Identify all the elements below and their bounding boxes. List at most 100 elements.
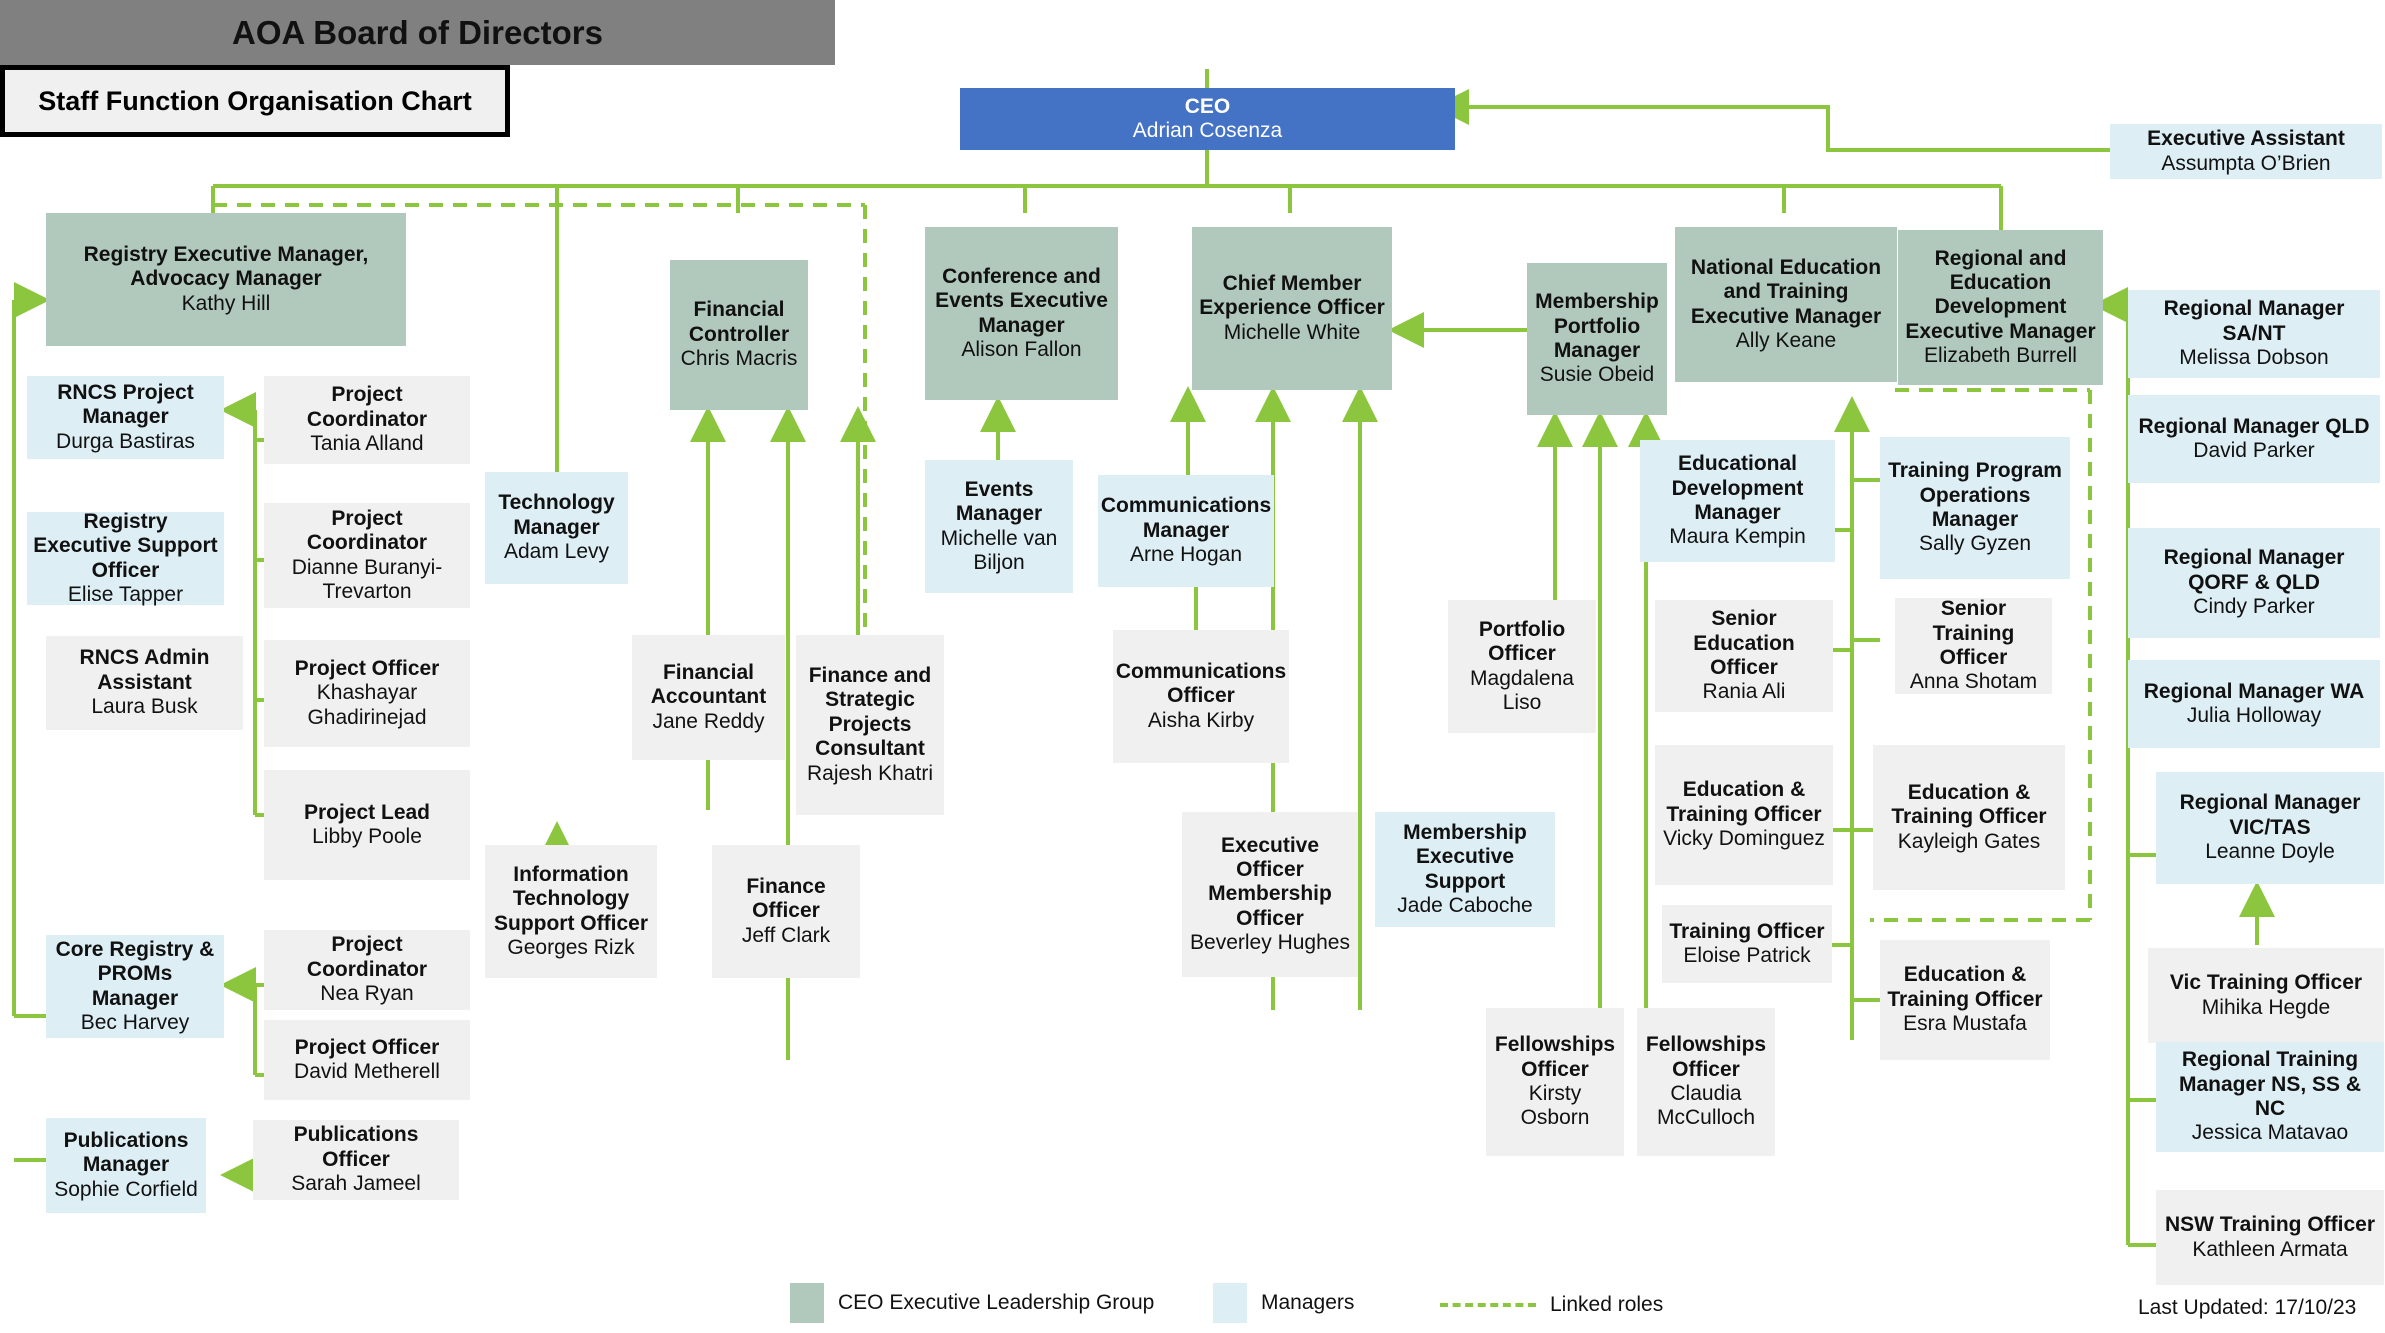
node-nsw-training-officer[interactable]: NSW Training Officer Kathleen Armata	[2156, 1190, 2384, 1285]
legend-swatch-exec	[790, 1283, 824, 1323]
node-training-officer-eloise[interactable]: Training Officer Eloise Patrick	[1662, 905, 1832, 983]
node-exec-assistant[interactable]: Executive Assistant Assumpta O’Brien	[2110, 124, 2382, 179]
node-education-training-officer-kayleigh[interactable]: Education & Training Officer Kayleigh Ga…	[1873, 745, 2065, 890]
node-name: Esra Mustafa	[1903, 1012, 2027, 1036]
node-publications-officer[interactable]: Publications Officer Sarah Jameel	[253, 1120, 459, 1200]
node-technology-manager[interactable]: Technology Manager Adam Levy	[485, 472, 628, 584]
node-financial-accountant[interactable]: Financial Accountant Jane Reddy	[632, 635, 785, 760]
node-regional-manager-vic-tas[interactable]: Regional Manager VIC/TAS Leanne Doyle	[2156, 772, 2384, 884]
board-label: AOA Board of Directors	[232, 13, 603, 51]
node-project-coordinator-dianne[interactable]: Project Coordinator Dianne Buranyi-Treva…	[264, 503, 470, 608]
board-box: AOA Board of Directors	[0, 0, 835, 65]
node-project-officer-khashayar[interactable]: Project Officer Khashayar Ghadirinejad	[264, 640, 470, 747]
node-finance-officer[interactable]: Finance Officer Jeff Clark	[712, 845, 860, 978]
node-name: Beverley Hughes	[1190, 931, 1350, 955]
node-name: Magdalena Liso	[1470, 666, 1574, 714]
node-name: Kirsty Osborn	[1520, 1082, 1590, 1130]
node-education-training-officer-esra[interactable]: Education & Training Officer Esra Mustaf…	[1880, 940, 2050, 1060]
node-fellowships-officer-claudia[interactable]: Fellowships Officer Claudia McCulloch	[1637, 1008, 1775, 1156]
node-exec-officer-membership-officer[interactable]: Executive Officer Membership Officer Bev…	[1182, 812, 1358, 977]
node-name: Ally Keane	[1735, 328, 1837, 352]
node-national-education-training-exec-manager[interactable]: National Education and Training Executiv…	[1675, 227, 1897, 382]
node-conference-events-exec-manager[interactable]: Conference and Events Executive Manager …	[925, 227, 1118, 400]
node-ceo[interactable]: CEO Adrian Cosenza	[960, 88, 1455, 150]
legend-label-exec: CEO Executive Leadership Group	[838, 1291, 1155, 1314]
node-title: Financial Controller	[688, 298, 790, 346]
node-finance-strategic-projects-consultant[interactable]: Finance and Strategic Projects Consultan…	[796, 635, 944, 815]
node-name: Mihika Hegde	[2201, 995, 2331, 1019]
node-project-lead-libby[interactable]: Project Lead Libby Poole	[264, 770, 470, 880]
node-portfolio-officer[interactable]: Portfolio Officer Magdalena Liso	[1448, 600, 1596, 733]
node-regional-manager-qorf-qld[interactable]: Regional Manager QORF & QLD Cindy Parker	[2128, 528, 2380, 638]
node-financial-controller[interactable]: Financial Controller Chris Macris	[670, 260, 808, 410]
node-title: Senior Training Officer	[1932, 597, 2015, 669]
node-title: Executive Assistant	[2147, 127, 2345, 151]
node-name: Julia Holloway	[2186, 704, 2322, 727]
node-registry-exec-manager[interactable]: Registry Executive Manager, Advocacy Man…	[46, 213, 406, 346]
node-project-coordinator-nea[interactable]: Project Coordinator Nea Ryan	[264, 930, 470, 1010]
node-senior-training-officer[interactable]: Senior Training Officer Anna Shotam	[1895, 597, 2052, 694]
node-name: Elise Tapper	[67, 582, 184, 606]
node-core-registry-proms-manager[interactable]: Core Registry & PROMs Manager Bec Harvey	[46, 935, 224, 1038]
legend-swatch-managers	[1213, 1283, 1247, 1323]
node-title: Membership Portfolio Manager	[1535, 290, 1659, 362]
node-fellowships-officer-kirsty[interactable]: Fellowships Officer Kirsty Osborn	[1486, 1008, 1624, 1156]
node-title: Training Program Operations Manager	[1888, 459, 2062, 531]
node-regional-manager-qld[interactable]: Regional Manager QLD David Parker	[2128, 395, 2380, 483]
node-name: Anna Shotam	[1909, 670, 2038, 694]
node-rncs-project-manager[interactable]: RNCS Project Manager Durga Bastiras	[27, 376, 224, 459]
node-name: Claudia McCulloch	[1656, 1082, 1756, 1130]
node-regional-education-development-exec-manager[interactable]: Regional and Education Development Execu…	[1898, 230, 2103, 385]
node-it-support-officer[interactable]: Information Technology Support Officer G…	[485, 845, 657, 978]
node-education-training-officer-vicky[interactable]: Education & Training Officer Vicky Domin…	[1655, 745, 1833, 885]
legend-linked-roles: Linked roles	[1440, 1293, 1663, 1317]
node-title: Educational Development Manager	[1671, 452, 1804, 524]
node-title: Executive Officer Membership Officer	[1208, 833, 1332, 930]
node-name: Laura Busk	[91, 695, 198, 719]
node-title: Regional and Education Development Execu…	[1905, 246, 2096, 343]
node-name: Tania Alland	[310, 432, 424, 456]
node-title: Regional Training Manager NS, SS & NC	[2178, 1048, 2362, 1120]
node-name: Chris Macris	[680, 347, 798, 371]
node-name: Bec Harvey	[80, 1010, 190, 1034]
node-educational-development-manager[interactable]: Educational Development Manager Maura Ke…	[1640, 440, 1835, 562]
node-name: Adrian Cosenza	[1132, 119, 1283, 142]
node-name: Jane Reddy	[652, 709, 765, 733]
node-name: Sarah Jameel	[291, 1172, 421, 1196]
node-communications-manager[interactable]: Communications Manager Arne Hogan	[1098, 475, 1274, 587]
node-chief-member-experience-officer[interactable]: Chief Member Experience Officer Michelle…	[1192, 227, 1392, 390]
node-registry-exec-support-officer[interactable]: Registry Executive Support Officer Elise…	[27, 510, 224, 606]
node-name: Alison Fallon	[961, 337, 1082, 361]
node-name: David Parker	[2193, 439, 2315, 462]
node-regional-manager-wa[interactable]: Regional Manager WA Julia Holloway	[2128, 660, 2380, 748]
node-events-manager[interactable]: Events Manager Michelle van Biljon	[925, 460, 1073, 593]
node-title: Project Officer	[294, 1035, 440, 1059]
node-title: Project Officer	[294, 656, 440, 680]
node-title: Core Registry & PROMs Manager	[55, 937, 215, 1010]
node-membership-portfolio-manager[interactable]: Membership Portfolio Manager Susie Obeid	[1527, 263, 1667, 415]
node-regional-manager-sant[interactable]: Regional Manager SA/NT Melissa Dobson	[2128, 290, 2380, 378]
node-training-program-operations-manager[interactable]: Training Program Operations Manager Sall…	[1880, 437, 2070, 579]
node-name: Sophie Corfield	[54, 1177, 198, 1201]
node-project-officer-david[interactable]: Project Officer David Metherell	[264, 1020, 470, 1100]
node-title: Regional Manager VIC/TAS	[2179, 791, 2361, 839]
node-name: Georges Rizk	[507, 935, 635, 959]
node-title: RNCS Project Manager	[57, 380, 194, 429]
node-rncs-admin-assistant[interactable]: RNCS Admin Assistant Laura Busk	[46, 636, 243, 730]
node-project-coordinator-tania[interactable]: Project Coordinator Tania Alland	[264, 376, 470, 464]
node-vic-training-officer[interactable]: Vic Training Officer Mihika Hegde	[2148, 948, 2384, 1043]
node-membership-executive-support[interactable]: Membership Executive Support Jade Caboch…	[1375, 812, 1555, 927]
node-name: Rania Ali	[1702, 680, 1786, 704]
node-title: Project Coordinator	[306, 933, 428, 981]
node-publications-manager[interactable]: Publications Manager Sophie Corfield	[46, 1118, 206, 1213]
node-senior-education-officer[interactable]: Senior Education Officer Rania Ali	[1655, 600, 1833, 712]
legend-dashed-line	[1440, 1303, 1536, 1307]
node-name: Vicky Dominguez	[1663, 827, 1825, 851]
node-title: CEO	[1184, 94, 1231, 118]
node-communications-officer[interactable]: Communications Officer Aisha Kirby	[1113, 630, 1289, 763]
node-name: Kathleen Armata	[2192, 1237, 2348, 1261]
node-title: Finance and Strategic Projects Consultan…	[808, 664, 932, 761]
node-regional-training-manager-ns-ss-nc[interactable]: Regional Training Manager NS, SS & NC Je…	[2156, 1042, 2384, 1152]
node-title: Training Officer	[1669, 919, 1825, 943]
